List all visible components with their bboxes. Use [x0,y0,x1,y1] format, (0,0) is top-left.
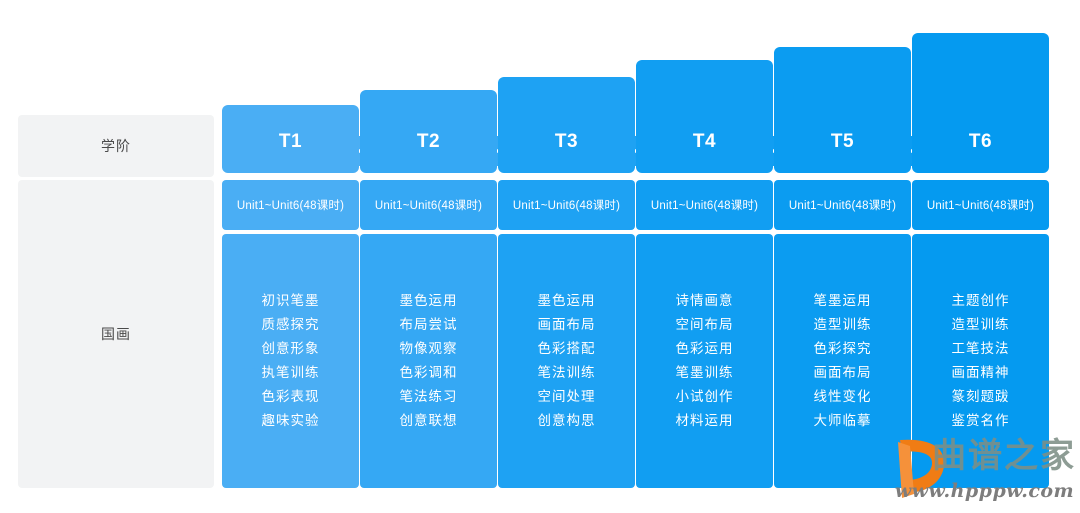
list-item: 物像观察 [399,341,458,356]
column-body-t4[interactable]: 诗情画意空间布局色彩运用笔墨训练小试创作材料运用 [636,234,773,488]
list-item: 色彩探究 [813,341,872,356]
column-body-t5[interactable]: 笔墨运用造型训练色彩探究画面布局线性变化大师临摹 [774,234,911,488]
column-header-t4[interactable]: T4 [636,60,779,173]
list-item: 工笔技法 [951,341,1010,356]
list-item: 笔墨训练 [675,365,734,380]
list-item: 创意形象 [261,341,320,356]
column-header-label: T1 [278,131,303,152]
list-item: 空间处理 [537,389,596,404]
list-item: 笔墨运用 [813,293,872,308]
column-body-t2[interactable]: 墨色运用布局尝试物像观察色彩调和笔法练习创意联想 [360,234,497,488]
column-unit-t5[interactable]: Unit1~Unit6(48课时) [774,180,911,230]
list-item: 趣味实验 [261,413,320,428]
column-header-t6[interactable]: T6 [912,33,1049,173]
list-item: 空间布局 [675,317,734,332]
column-unit-label: Unit1~Unit6(48课时) [788,200,897,212]
column-header-t1[interactable]: T1 [222,105,365,173]
column-unit-t4[interactable]: Unit1~Unit6(48课时) [636,180,773,230]
row-label-stage: 学阶 [18,115,214,177]
list-item: 笔法练习 [399,389,458,404]
column-header-label: T5 [830,131,855,152]
column-unit-label: Unit1~Unit6(48课时) [236,200,345,212]
list-item: 笔法训练 [537,365,596,380]
list-item: 鉴赏名作 [951,413,1010,428]
row-label-course: 国画 [18,180,214,488]
list-item: 创意联想 [399,413,458,428]
list-item: 色彩表现 [261,389,320,404]
list-item: 墨色运用 [537,293,596,308]
column-body-t1[interactable]: 初识笔墨质感探究创意形象执笔训练色彩表现趣味实验 [222,234,359,488]
column-header-label: T3 [554,131,579,152]
list-item: 造型训练 [813,317,872,332]
list-item: 色彩运用 [675,341,734,356]
column-unit-t2[interactable]: Unit1~Unit6(48课时) [360,180,497,230]
list-item: 大师临摹 [813,413,872,428]
list-item: 执笔训练 [261,365,320,380]
row-label-course-text: 国画 [101,326,131,342]
column-unit-label: Unit1~Unit6(48课时) [374,200,483,212]
column-header-t3[interactable]: T3 [498,77,641,173]
list-item: 画面精神 [951,365,1010,380]
list-item: 主题创作 [951,293,1010,308]
list-item: 画面布局 [813,365,872,380]
list-item: 材料运用 [675,413,734,428]
column-body-t3[interactable]: 墨色运用画面布局色彩搭配笔法训练空间处理创意构思 [498,234,635,488]
list-item: 小试创作 [675,389,734,404]
list-item: 线性变化 [813,389,872,404]
column-unit-t3[interactable]: Unit1~Unit6(48课时) [498,180,635,230]
list-item: 造型训练 [951,317,1010,332]
list-item: 色彩调和 [399,365,458,380]
column-header-t5[interactable]: T5 [774,47,917,173]
list-item: 篆刻题跋 [951,389,1010,404]
column-unit-t1[interactable]: Unit1~Unit6(48课时) [222,180,359,230]
column-body-t6[interactable]: 主题创作造型训练工笔技法画面精神篆刻题跋鉴赏名作 [912,234,1049,488]
list-item: 创意构思 [537,413,596,428]
column-header-t2[interactable]: T2 [360,90,503,173]
row-label-stage-text: 学阶 [101,138,131,154]
column-unit-label: Unit1~Unit6(48课时) [512,200,621,212]
list-item: 布局尝试 [399,317,458,332]
column-header-label: T4 [692,131,717,152]
column-unit-label: Unit1~Unit6(48课时) [650,200,759,212]
list-item: 墨色运用 [399,293,458,308]
list-item: 质感探究 [261,317,320,332]
list-item: 色彩搭配 [537,341,596,356]
column-header-label: T6 [968,131,993,152]
list-item: 画面布局 [537,317,596,332]
column-unit-t6[interactable]: Unit1~Unit6(48课时) [912,180,1049,230]
list-item: 诗情画意 [675,293,734,308]
list-item: 初识笔墨 [261,293,320,308]
column-unit-label: Unit1~Unit6(48课时) [926,200,1035,212]
column-header-label: T2 [416,131,441,152]
